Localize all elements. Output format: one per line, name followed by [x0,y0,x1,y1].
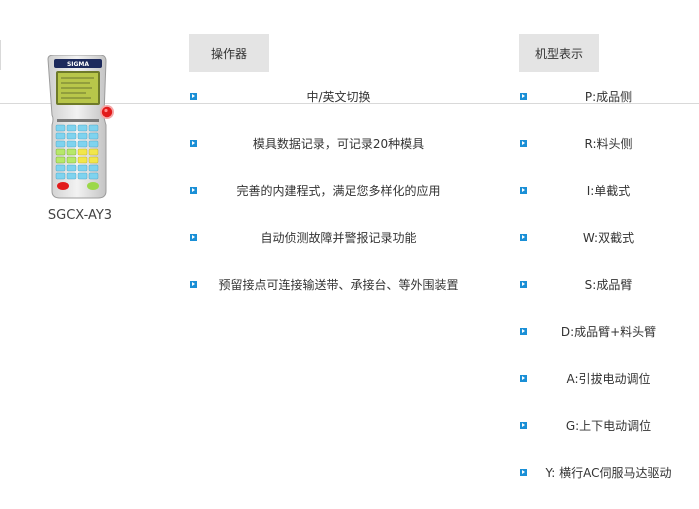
bullet-arrow-icon [520,421,527,429]
model-list-item: S:成品臂 [520,274,690,294]
handheld-controller-image: SIGMA [47,55,114,199]
model-list-item: Y: 横行AC伺服马达驱动 [520,462,690,482]
bullet-arrow-icon [190,233,197,241]
device-brand-logo: SIGMA [67,61,89,68]
bullet-arrow-icon [190,92,197,100]
bullet-arrow-icon [520,468,527,476]
bullet-arrow-icon [520,139,527,147]
model-item-text: P:成品侧 [584,89,633,104]
device-model-caption: SGCX-AY3 [47,208,113,223]
bullet-arrow-icon [520,233,527,241]
model-list-item: P:成品侧 [520,86,690,106]
ops-item-text: 中/英文切换 [306,89,371,104]
bullet-arrow-icon [520,92,527,100]
model-list-item: D:成品臂+料头臂 [520,321,690,341]
model-item-text: W:双截式 [582,230,635,245]
model-item-text: R:料头侧 [584,136,633,151]
ops-header: 操作器 [189,34,269,72]
ops-list-item: 中/英文切换 [190,86,480,106]
bullet-arrow-icon [520,280,527,288]
bullet-arrow-icon [520,186,527,194]
model-list-item: I:单截式 [520,180,690,200]
model-item-text: G:上下电动调位 [565,418,652,433]
ops-item-text: 完善的内建程式，满足您多样化的应用 [236,183,441,198]
model-list-item: R:料头侧 [520,133,690,153]
model-item-text: I:单截式 [586,183,631,198]
model-item-text: D:成品臂+料头臂 [560,324,657,339]
bullet-arrow-icon [190,186,197,194]
ops-item-text: 模具数据记录，可记录20种模具 [252,136,425,151]
model-list-item: G:上下电动调位 [520,415,690,435]
ops-list-item: 模具数据记录，可记录20种模具 [190,133,480,153]
bullet-arrow-icon [520,327,527,335]
model-list-item: A:引拔电动调位 [520,368,690,388]
ops-item-text: 自动侦测故障并警报记录功能 [260,230,417,245]
ops-item-text: 预留接点可连接输送带、承接台、等外围装置 [218,277,459,292]
model-list-item: W:双截式 [520,227,690,247]
model-item-text: S:成品臂 [584,277,633,292]
ops-list-item: 预留接点可连接输送带、承接台、等外围装置 [190,274,480,294]
model-header: 机型表示 [519,34,599,72]
ops-list-item: 完善的内建程式，满足您多样化的应用 [190,180,480,200]
model-item-text: A:引拔电动调位 [566,371,651,386]
model-item-text: Y: 横行AC伺服马达驱动 [545,465,672,480]
bullet-arrow-icon [520,374,527,382]
divider-line [0,103,699,104]
bullet-arrow-icon [190,139,197,147]
bullet-arrow-icon [190,280,197,288]
left-edge-line [0,40,1,70]
ops-list-item: 自动侦测故障并警报记录功能 [190,227,480,247]
